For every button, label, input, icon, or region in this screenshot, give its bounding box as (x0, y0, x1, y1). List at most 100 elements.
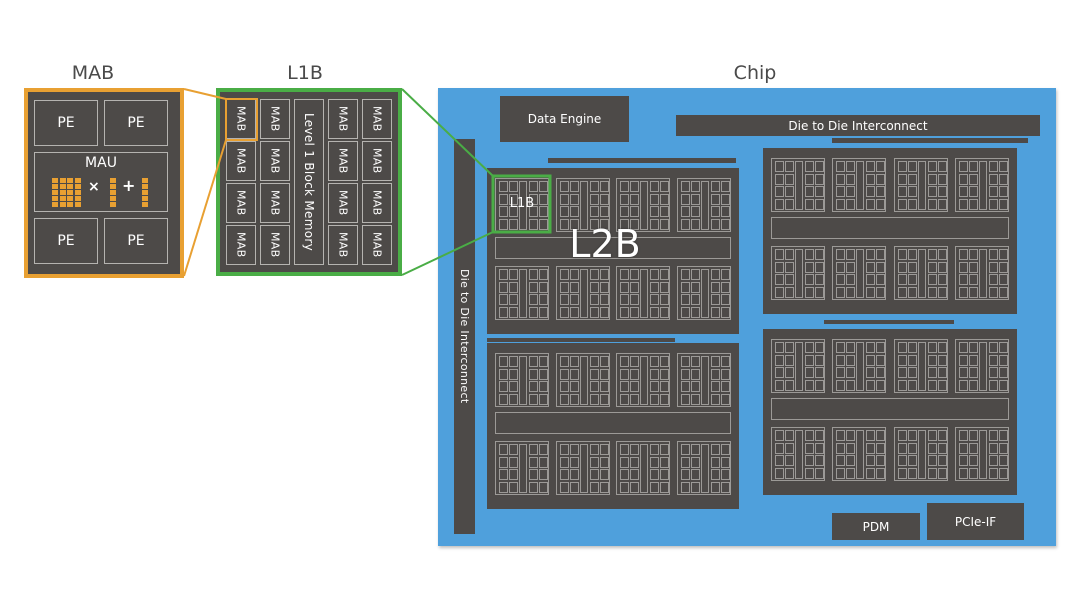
mab-mini (836, 249, 846, 260)
mab-mini (650, 444, 660, 455)
mab-mini (907, 286, 917, 298)
mab-mini (711, 469, 720, 480)
l1b-block (893, 158, 948, 212)
mab-mini (999, 249, 1008, 260)
mab-mini (969, 455, 978, 466)
mab-mini (660, 281, 670, 293)
mab-mini (876, 354, 886, 366)
mab-mini (630, 393, 640, 405)
mab-mini (836, 198, 846, 210)
mab-mini (681, 469, 690, 480)
memory-mini (917, 249, 926, 298)
l1b-block (677, 266, 731, 320)
mab-mini (907, 261, 917, 273)
mab-mini (499, 469, 508, 480)
mab-mini (509, 281, 518, 293)
mab-mini (681, 306, 690, 318)
memory-mini (640, 444, 649, 493)
mab-mini (846, 342, 856, 353)
mab-mini (846, 173, 856, 185)
mab-mini (836, 161, 846, 172)
mab-mini (775, 379, 784, 391)
mab-mini (999, 455, 1008, 466)
mab-mini (599, 193, 609, 205)
mab-mini (559, 181, 569, 192)
mab-mini (959, 173, 968, 185)
mab-mini (785, 354, 794, 366)
mab-mini (836, 367, 846, 378)
mab-mini (969, 161, 978, 172)
mab-block: MAB (328, 99, 358, 139)
mab-mini (559, 193, 569, 205)
mab-mini (876, 467, 886, 479)
mab-mini (959, 161, 968, 172)
mab-mini (711, 269, 720, 280)
mab-block-label: MAB (268, 106, 282, 132)
mab-mini (650, 356, 660, 367)
mab-mini (989, 442, 998, 454)
mab-mini (620, 193, 630, 205)
mab-mini (999, 261, 1008, 273)
mab-mini (620, 444, 630, 455)
mab-mini (569, 469, 579, 480)
vector-cell (142, 178, 148, 183)
mab-mini (660, 456, 670, 468)
mab-mini (569, 368, 579, 380)
mab-mini (620, 294, 630, 305)
mab-mini (866, 467, 876, 479)
mab-mini (509, 193, 518, 205)
mab-mini (937, 161, 947, 172)
mab-mini (866, 455, 876, 466)
mab-mini (785, 455, 794, 466)
mab-mini (589, 469, 599, 480)
matrix-icon (52, 178, 82, 207)
mab-mini (569, 444, 579, 455)
mab-mini (999, 442, 1008, 454)
mab-mini (559, 218, 569, 230)
mab-mini (711, 206, 720, 217)
mab-mini (805, 455, 814, 466)
mab-mini (937, 286, 947, 298)
mab-mini (589, 281, 599, 293)
mab-mini (620, 368, 630, 380)
mab-mini (599, 469, 609, 480)
memory-mini (519, 356, 527, 405)
mab-mini (785, 173, 794, 185)
mab-mini (989, 354, 998, 366)
plus-icon: + (122, 176, 136, 195)
mab-mini (846, 455, 856, 466)
mab-mini (539, 444, 548, 455)
mab-mini (907, 379, 917, 391)
memory-mini (701, 444, 709, 493)
mab-mini (509, 206, 518, 217)
mab-mini (620, 181, 630, 192)
pe-block: PE (104, 100, 168, 146)
mab-mini (539, 181, 548, 192)
mab-mini (711, 381, 720, 392)
l2b-container (438, 88, 1056, 546)
mab-mini (630, 444, 640, 455)
l1b-block (616, 266, 671, 320)
memory-mini (917, 430, 926, 479)
mab-mini (805, 274, 814, 285)
mab-mini (509, 306, 518, 318)
memory-mini (979, 342, 987, 391)
mab-mini (815, 455, 824, 466)
mab-mini (999, 354, 1008, 366)
d2d-interconnect-left-label: Die to Die Interconnect (458, 269, 471, 404)
mab-mini (620, 269, 630, 280)
mab-mini (569, 193, 579, 205)
mab-mini (630, 294, 640, 305)
mab-mini (815, 161, 824, 172)
mab-mini (927, 379, 937, 391)
mab-mini (989, 186, 998, 197)
mau-block: MAU × + (34, 152, 168, 212)
mab-mini (836, 274, 846, 285)
mab-mini (959, 186, 968, 197)
mab-mini (897, 354, 907, 366)
mab-mini (897, 173, 907, 185)
mab-mini (539, 356, 548, 367)
mab-mini (630, 181, 640, 192)
mab-mini (897, 455, 907, 466)
